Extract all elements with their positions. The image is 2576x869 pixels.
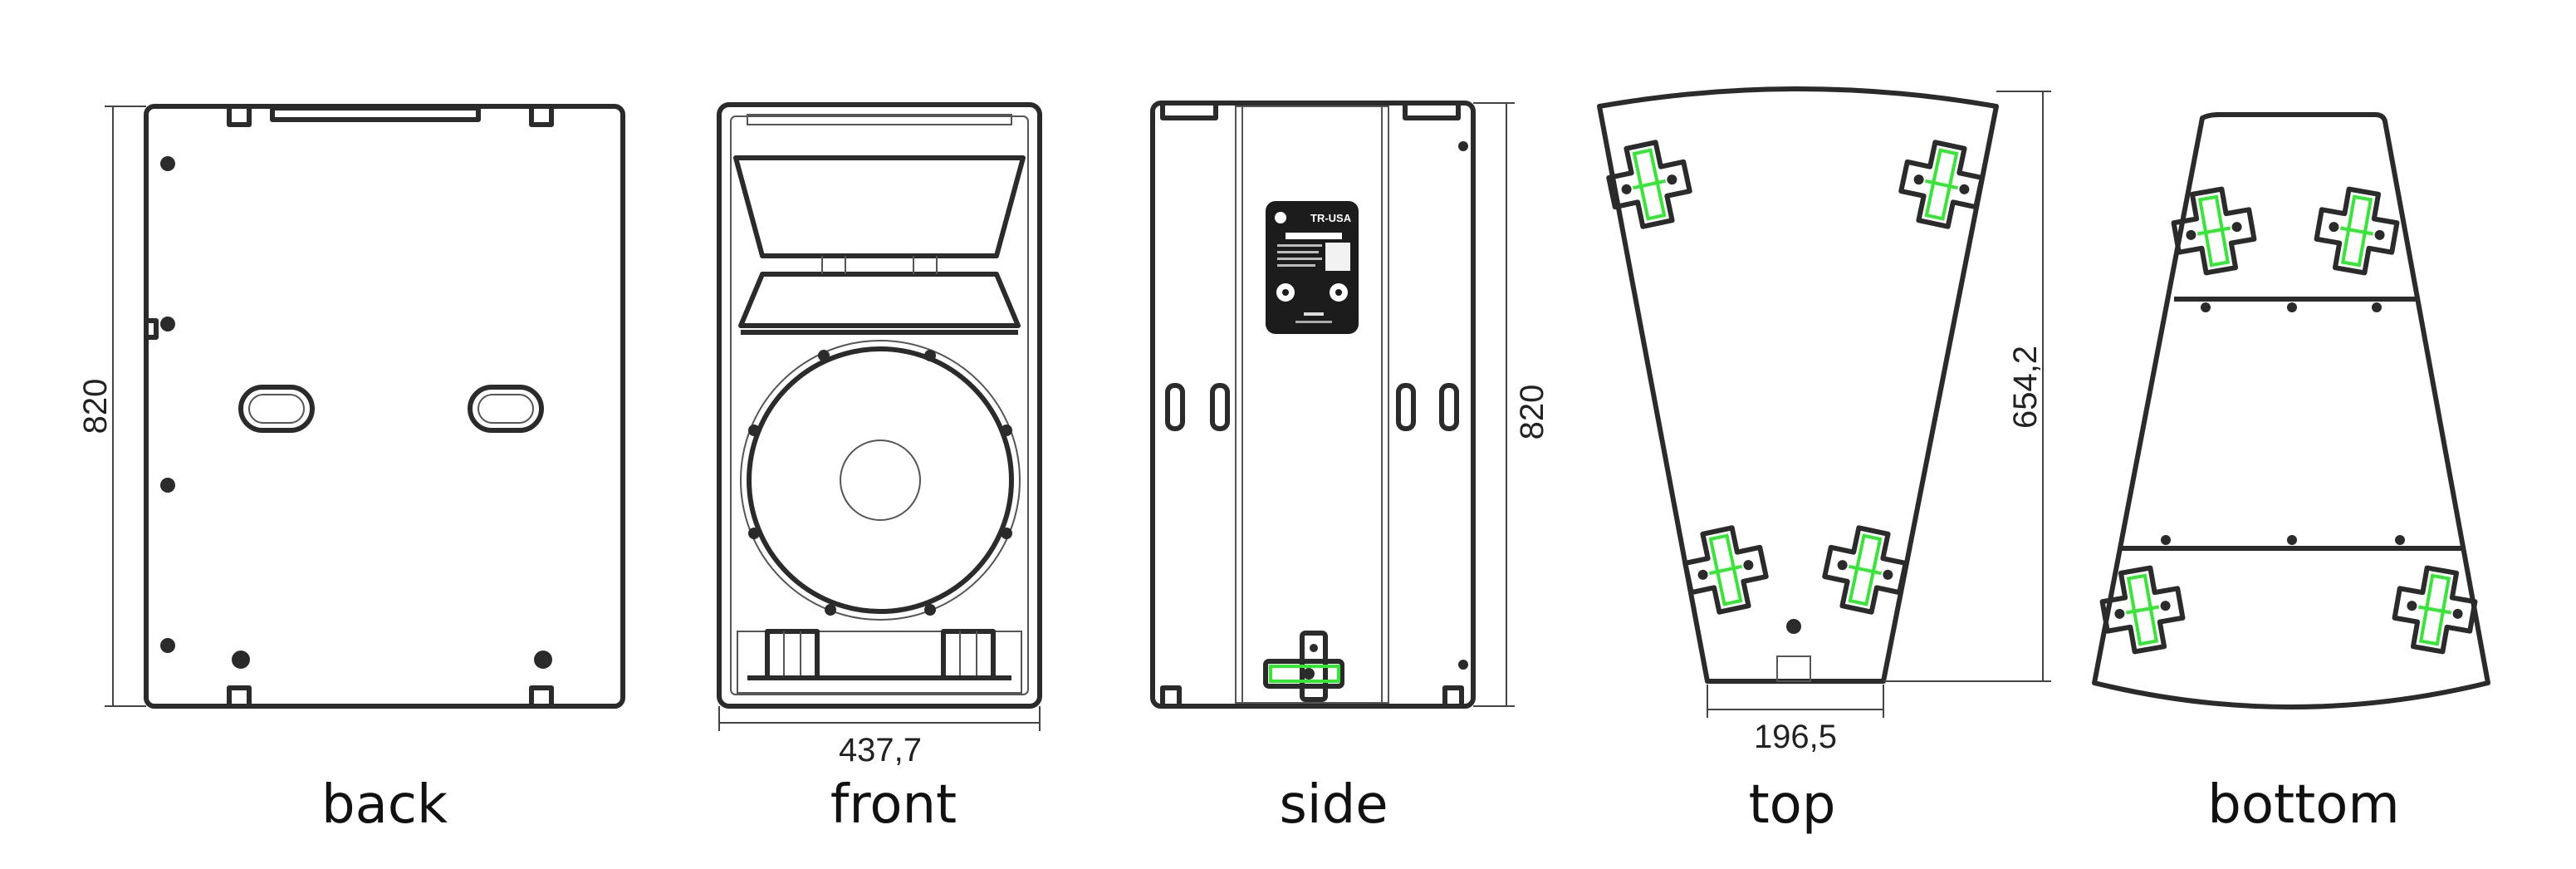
side-height-dimension: 820 — [1514, 385, 1550, 440]
top-width-dimension: 196,5 — [1754, 719, 1837, 755]
bottom-rigging-bracket-4 — [2392, 565, 2478, 655]
top-rigging-bracket-1 — [1606, 140, 1692, 229]
top-rigging-bracket-3 — [1682, 525, 1769, 615]
top-depth-dimension: 654,2 — [2007, 346, 2044, 429]
top-rigging-bracket-2 — [1898, 140, 1985, 229]
input-plate-brand: TR-USA — [1310, 212, 1352, 224]
side-view: TR-USA 820 side — [1150, 101, 1550, 836]
back-view-label: back — [321, 774, 448, 836]
bottom-rigging-bracket-1 — [2171, 186, 2257, 276]
top-rigging-bracket-4 — [1822, 525, 1908, 615]
front-view: 437,7 front — [717, 102, 1042, 836]
bottom-rigging-bracket-2 — [2314, 186, 2400, 276]
top-view: 654,2 196,5 top — [1597, 86, 2051, 836]
front-view-label: front — [830, 774, 957, 836]
back-view: 820 back — [77, 104, 625, 836]
bottom-view: bottom — [2092, 112, 2490, 836]
input-plate: TR-USA — [1266, 201, 1359, 334]
front-width-dimension: 437,7 — [839, 732, 922, 768]
back-height-dimension: 820 — [77, 379, 114, 434]
top-view-label: top — [1749, 774, 1836, 836]
bottom-rigging-bracket-3 — [2099, 565, 2186, 655]
bottom-view-label: bottom — [2207, 774, 2399, 836]
side-view-label: side — [1279, 774, 1388, 836]
